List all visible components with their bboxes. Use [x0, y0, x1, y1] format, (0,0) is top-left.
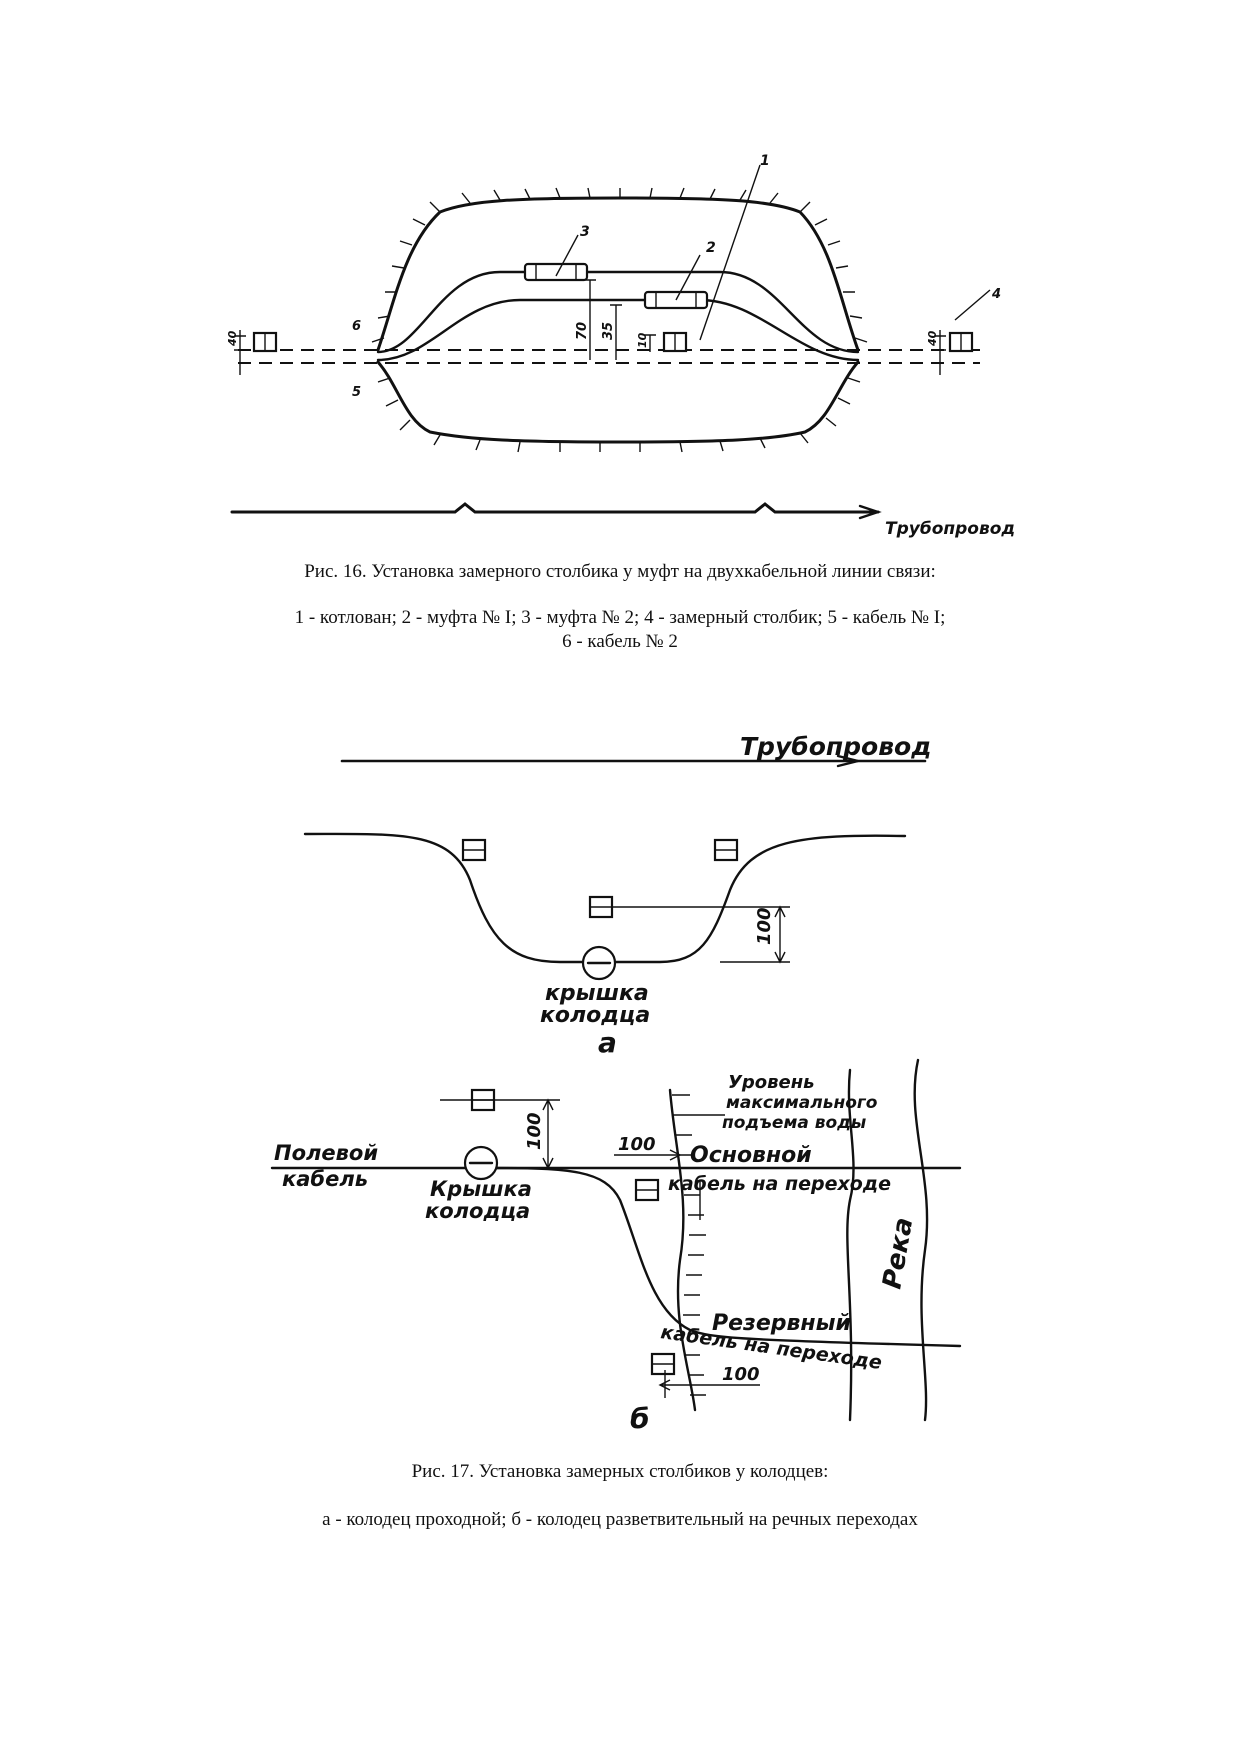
water-level-line-1: Уровень [728, 1072, 815, 1093]
sub-label-a: а [598, 1026, 617, 1059]
dim-10: 10 [636, 332, 649, 348]
river-bank-mid [846, 1068, 855, 1422]
river-bank-left [668, 1088, 697, 1412]
label-4: 4 [991, 287, 1001, 302]
well-cover-b-line-1: Крышка [430, 1177, 532, 1201]
figure-17-legend: а - колодец проходной; б - колодец разве… [322, 1509, 918, 1530]
pit-hatching [371, 187, 868, 453]
river-label: Река [877, 1215, 919, 1291]
pipeline-label-16: Трубопровод [885, 519, 1015, 539]
dim-40-left: 40 [226, 330, 239, 347]
cable-6-loop [376, 270, 860, 354]
reserve-cable-profile [488, 1166, 962, 1348]
river-bank-right [913, 1058, 929, 1422]
field-cable-label-1: Полевой [274, 1141, 378, 1165]
label-5: 5 [352, 385, 361, 400]
water-level-line-3: подъема воды [722, 1113, 866, 1133]
figure-17-caption: Рис. 17. Установка замерных столбиков у … [411, 1461, 829, 1482]
label-2: 2 [706, 240, 716, 256]
figure-16-legend-line-1: 1 - котлован; 2 - муфта № I; 3 - муфта №… [294, 607, 946, 628]
ground-profile-a [303, 832, 907, 964]
dim-100-b-vertical: 100 [524, 1112, 545, 1150]
field-cable-label-2: кабель [282, 1167, 368, 1191]
pipeline-label-a: Трубопровод [740, 732, 931, 761]
dim-100-a: 100 [754, 907, 775, 945]
water-level-ticks [672, 1094, 706, 1396]
coupling-3 [523, 262, 589, 282]
well-cover-b-line-2: колодца [425, 1199, 530, 1223]
figure-17-diagram: Трубопровод 100 крышка колодца а Полевой… [270, 732, 962, 1435]
pipeline-line [230, 502, 880, 514]
dim-70: 70 [575, 322, 590, 340]
figure-16-legend-line-2: 6 - кабель № 2 [562, 631, 678, 652]
main-cable-line-1: Основной [690, 1143, 812, 1168]
figure-16-diagram: 1 2 3 4 5 6 40 70 35 10 40 Трубопровод [226, 153, 1015, 539]
pit-lower-outline [376, 360, 860, 444]
well-cover-a-line-2: колодца [540, 1003, 650, 1028]
cable-5-loop [376, 298, 860, 362]
sub-label-b: б [630, 1402, 650, 1435]
label-6: 6 [352, 319, 361, 334]
water-level-line-2: максимального [726, 1093, 878, 1113]
dim-100-b-reserve: 100 [722, 1364, 760, 1385]
dim-40-right: 40 [926, 330, 939, 347]
label-1: 1 [760, 153, 770, 169]
dim-100-b-main: 100 [618, 1134, 656, 1155]
figure-16-caption: Рис. 16. Установка замерного столбика у … [304, 561, 936, 582]
dim-35: 35 [601, 322, 616, 340]
well-cover-a-line-1: крышка [545, 981, 649, 1006]
main-cable-line-2: кабель на переходе [668, 1173, 891, 1195]
posts-a [461, 838, 739, 919]
reserve-cable-line-1: Резервный [712, 1311, 851, 1336]
label-3: 3 [580, 224, 590, 240]
